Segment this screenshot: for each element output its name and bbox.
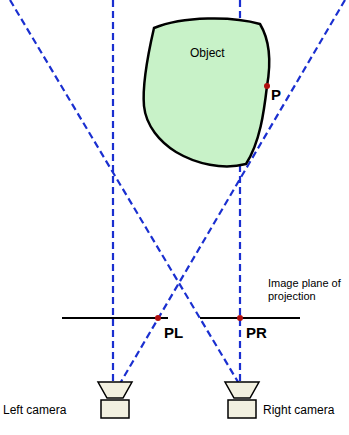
left-image-plane	[62, 317, 168, 319]
left-optical-axis	[112, 0, 114, 392]
projection-label: PL	[164, 324, 183, 341]
object-outline	[138, 14, 278, 174]
ray-to-right-camera	[10, 0, 244, 392]
point-label: P	[271, 86, 281, 103]
object-shape: Object	[138, 14, 278, 174]
left-camera-symbol	[98, 382, 132, 418]
projection-point-left	[155, 315, 161, 321]
image-plane-label: Image plane of projection	[268, 277, 346, 302]
right-image-plane	[200, 317, 300, 319]
ray-to-left-camera	[115, 0, 345, 392]
projection-point-right	[237, 315, 243, 321]
object-label: Object	[190, 46, 225, 60]
right-camera-symbol	[225, 382, 259, 418]
projection-label: PR	[246, 324, 267, 341]
camera-label: Left camera	[3, 404, 66, 418]
camera-label: Right camera	[263, 404, 334, 418]
